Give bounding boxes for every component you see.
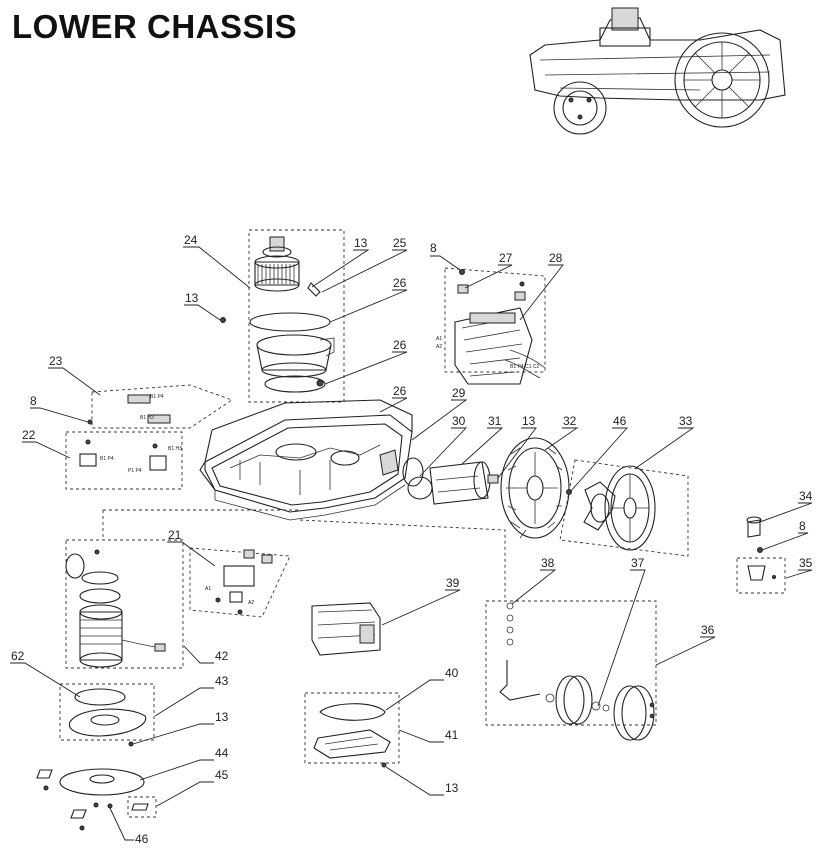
- group-box-21: [189, 547, 291, 618]
- pcb-mark-board28: B1 P4 C1 C2: [510, 364, 539, 370]
- callout-26-a: 26: [393, 276, 407, 290]
- callout-46-bottom: 46: [135, 832, 149, 846]
- sensor23-mark-b: B1 H3: [140, 415, 154, 421]
- drive-motor-assembly: [402, 457, 499, 505]
- group-box-36: [485, 600, 657, 726]
- sensor22-mark-c: P1 P4: [128, 468, 142, 474]
- callout-23: 23: [49, 354, 63, 368]
- assembly-guide-lines: [102, 509, 506, 600]
- callout-43: 43: [215, 674, 229, 688]
- callout-21: 21: [168, 528, 182, 542]
- callout-26-c: 26: [393, 384, 407, 398]
- callout-13-bottom: 13: [445, 781, 459, 795]
- lower-chassis-body: [199, 399, 413, 521]
- bottom-plate-assembly: [313, 703, 391, 768]
- group-box-43: [59, 683, 155, 741]
- callout-37: 37: [631, 556, 645, 570]
- callout-32: 32: [563, 414, 577, 428]
- callout-28: 28: [549, 251, 563, 265]
- blade-plate-assembly: [36, 688, 149, 831]
- charging-contact: [746, 516, 776, 581]
- drive-wheel: [500, 437, 572, 539]
- main-pcb-board: A1 A2 B1 P4 C1 C2: [436, 269, 546, 385]
- callout-36: 36: [701, 623, 715, 637]
- callout-13-left: 13: [185, 291, 199, 305]
- callout-22: 22: [22, 428, 36, 442]
- callout-31: 31: [488, 414, 502, 428]
- callout-33: 33: [679, 414, 693, 428]
- sensor22-mark-a: B1 P4: [100, 456, 114, 462]
- callout-27: 27: [499, 251, 513, 265]
- control-box-39: [311, 602, 381, 656]
- sensor23-mark-a: B1 P4: [150, 394, 164, 400]
- callout-30: 30: [452, 414, 466, 428]
- page-title: LOWER CHASSIS: [12, 8, 298, 45]
- callout-39: 39: [446, 576, 460, 590]
- callout-41: 41: [445, 728, 459, 742]
- pcb21-mark-a2: A2: [248, 600, 254, 606]
- callout-38: 38: [541, 556, 555, 570]
- callout-29: 29: [452, 386, 466, 400]
- group-box-45: [127, 796, 157, 818]
- group-box-28: [444, 267, 546, 373]
- group-box-35: [736, 557, 786, 594]
- callout-34: 34: [799, 489, 813, 503]
- callout-44: 44: [215, 746, 229, 760]
- callout-46-top: 46: [613, 414, 627, 428]
- group-box-42: [65, 539, 184, 669]
- caster-wheel-assembly: [499, 602, 655, 741]
- callout-40: 40: [445, 666, 459, 680]
- callout-8-right: 8: [799, 519, 806, 533]
- wheel-hub-cap: [583, 465, 656, 551]
- callout-13-right: 13: [522, 414, 536, 428]
- sensor-boards: B1 P4 B1 H3 B1 P4 B1 H3 P1 P4: [79, 394, 182, 474]
- callouts: 24 13 25 13 26 26 26 8 27 28 23 8 22 29 …: [10, 233, 813, 846]
- callout-62: 62: [11, 649, 25, 663]
- group-box-41: [304, 692, 400, 764]
- callout-45: 45: [215, 768, 229, 782]
- small-pcb-21: A1 A2: [205, 549, 273, 615]
- pcb-mark-a2: A2: [436, 344, 442, 350]
- callout-24: 24: [184, 233, 198, 247]
- callout-13-blade: 13: [215, 710, 229, 724]
- assembled-chassis-thumbnail: [529, 7, 786, 135]
- blade-motor-assembly: [65, 549, 166, 668]
- callout-26-b: 26: [393, 338, 407, 352]
- callout-35: 35: [799, 556, 813, 570]
- callout-13-upper: 13: [354, 236, 368, 250]
- fan-motor-assembly: [220, 236, 335, 393]
- callout-8-top: 8: [430, 241, 437, 255]
- group-box-22: [65, 431, 183, 490]
- pcb21-mark-a1: A1: [205, 586, 211, 592]
- pcb-mark-a1: A1: [436, 336, 442, 342]
- sensor22-mark-b: B1 H3: [168, 446, 182, 452]
- callout-25: 25: [393, 236, 407, 250]
- group-box-23: [91, 384, 233, 429]
- callout-8-left: 8: [30, 394, 37, 408]
- callout-42: 42: [215, 649, 229, 663]
